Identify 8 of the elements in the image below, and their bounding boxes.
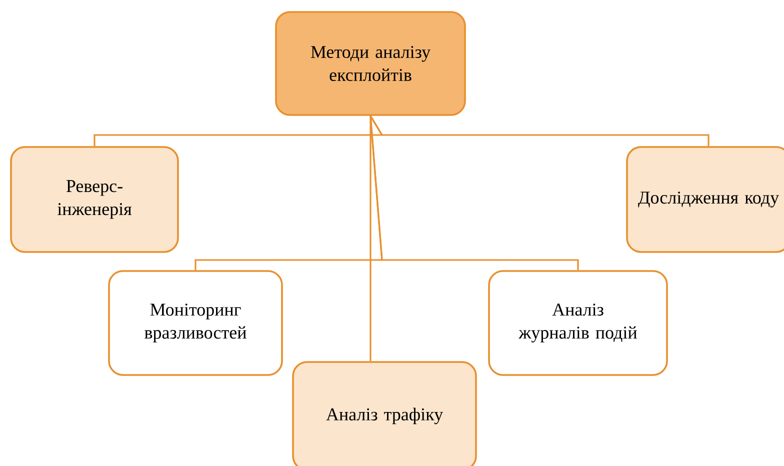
connector-line [370,116,372,362]
process-box: Аналіз журналів подій [488,270,668,376]
process-box: Аналіз трафіку [292,361,477,466]
process-box: Моніторинг вразливостей [108,270,283,376]
root-box: Методи аналізу експлойтів [275,11,466,116]
process-box: Дослідження коду [626,146,784,253]
connector-line [370,115,710,146]
process-box: Реверс-інженерія [10,146,179,253]
